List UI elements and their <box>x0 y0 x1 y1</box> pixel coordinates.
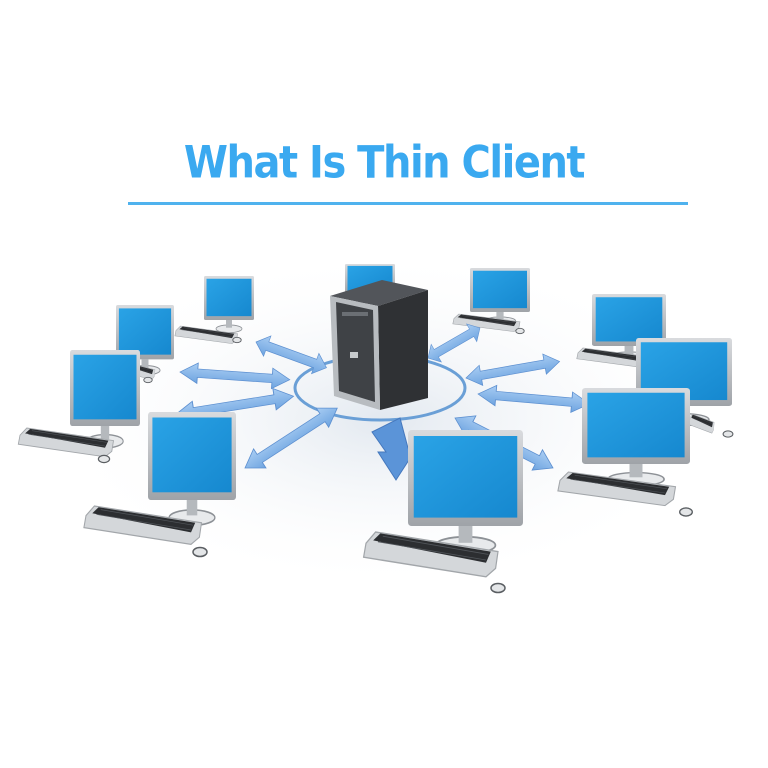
server-tower <box>330 280 428 410</box>
power-button <box>350 352 358 358</box>
drive-bay <box>342 312 368 316</box>
title-underline <box>128 202 688 205</box>
page-title: What Is Thin Client <box>183 137 586 189</box>
connection-arrow-down <box>371 417 420 481</box>
